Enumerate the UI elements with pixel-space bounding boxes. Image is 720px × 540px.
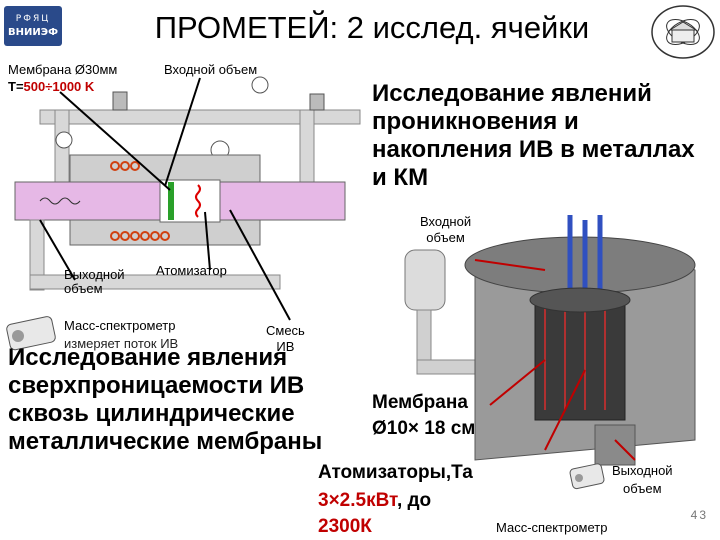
bottom-output-volume-label: Выходной объем: [612, 463, 673, 496]
permeation-heading: Исследование явлений проникновения и нак…: [372, 80, 695, 191]
input-volume-label: Входной объем: [164, 62, 258, 77]
temperature-prefix: T=: [8, 79, 24, 94]
mass-spectrometer-caption: измеряет поток ИВ: [64, 336, 179, 351]
atomizers-power: 3×2.5кВт: [318, 490, 397, 511]
atomizers-power-line: 3×2.5кВт, до: [318, 490, 431, 512]
pressure-gauge-icon: [55, 131, 73, 149]
mixture-label: Смесь ИВ: [266, 323, 305, 354]
page-title: ПРОМЕТЕЙ: 2 исслед. ячейки: [154, 10, 590, 45]
atomizers-separator: , до: [396, 490, 432, 511]
temperature-value: 500÷1000 K: [23, 79, 95, 94]
logo-top-text: РФЯЦ: [15, 14, 51, 24]
logo-bottom-text: ВНИИЭФ: [8, 27, 58, 38]
superpermeability-heading: Исследование явления сверхпроницаемости …: [8, 344, 323, 455]
output-volume-label: Выходной объем: [64, 267, 125, 296]
mass-spectrometer-icon: [569, 463, 605, 490]
valve-icon: [309, 93, 325, 111]
seal-emblem-icon: [651, 5, 715, 59]
bottom-mass-spectrometer-label: Масс-спектрометр: [496, 520, 608, 535]
atomizer-label: Атомизатор: [156, 263, 227, 278]
mass-spectrometer-label: Масс-спектрометр: [64, 318, 176, 333]
institute-logo: РФЯЦ ВНИИЭФ: [4, 6, 62, 46]
test-cell-diagram: [14, 76, 361, 321]
cell-cutaway-illustration: [404, 215, 696, 466]
atomizers-label: Атомизаторы,Та: [318, 462, 473, 483]
pressure-gauge-icon: [251, 76, 269, 94]
bottom-membrane-size: Ø10× 18 см: [372, 418, 476, 439]
right-input-volume-label: Входной объем: [420, 214, 472, 245]
temperature-label: T=500÷1000 K: [8, 79, 94, 94]
page-number: 43: [690, 508, 708, 522]
membrane-label: Мембрана Ø30мм: [8, 62, 118, 77]
atomizers-temperature: 2300К: [318, 516, 372, 537]
valve-icon: [112, 91, 128, 111]
bottom-membrane-label: Мембрана: [372, 392, 468, 413]
mass-spectrometer-icon: [6, 316, 56, 351]
